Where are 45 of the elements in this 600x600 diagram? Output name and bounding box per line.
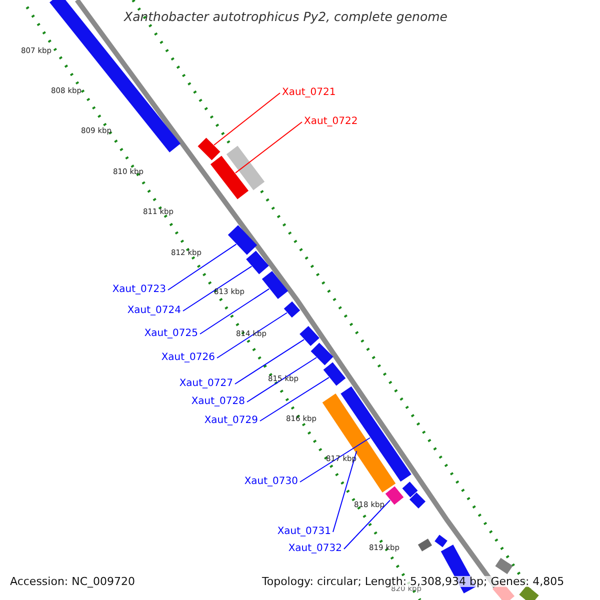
gene-label: Xaut_0724: [127, 306, 181, 316]
leader-line: [182, 266, 252, 312]
genome-summary-text: Topology: circular; Length: 5,308,934 bp; Genes: 4,805: [262, 576, 564, 587]
gene-label: Xaut_0728: [191, 397, 245, 407]
leader-line: [234, 339, 305, 384]
gene-bar: [246, 250, 269, 274]
leader-line: [300, 437, 371, 482]
leader-line: [234, 122, 302, 174]
gene-label: Xaut_0731: [277, 527, 331, 537]
gene-bar: [198, 138, 220, 160]
gene-label: Xaut_0722: [304, 117, 358, 127]
gene-label: Xaut_0723: [112, 285, 166, 295]
gene-label: Xaut_0730: [244, 477, 298, 487]
gene-bar: [284, 301, 300, 318]
gene-bar: [300, 326, 320, 346]
leader-line: [260, 376, 330, 422]
gene-bar: [418, 538, 432, 552]
gene-bar: [310, 342, 334, 366]
gene-bar: [228, 225, 258, 255]
gene-bar: [323, 362, 346, 386]
gene-label: Xaut_0727: [179, 379, 233, 389]
gene-bar: [322, 394, 396, 492]
title: Xanthobacter autotrophicus Py2, complete genome: [124, 11, 448, 24]
gene-bar: [402, 482, 418, 498]
leader-line: [214, 92, 280, 146]
leader-line: [246, 357, 318, 402]
gene-label: Xaut_0721: [282, 88, 336, 98]
gene-bar: [519, 585, 539, 600]
accession-text: Accession: NC_009720: [10, 576, 136, 587]
leader-line: [168, 244, 237, 290]
leader-line: [332, 450, 358, 532]
gene-label: Xaut_0726: [161, 353, 215, 363]
leader-line: [344, 500, 391, 550]
gene-label: Xaut_0732: [288, 544, 342, 554]
leader-line: [216, 312, 288, 358]
gene-label: Xaut_0725: [144, 329, 198, 339]
gene-bar: [385, 486, 404, 505]
gene-bar: [409, 492, 426, 509]
gene-bar: [210, 156, 249, 200]
gene-label: Xaut_0729: [204, 416, 258, 426]
gene-bar: [226, 146, 265, 190]
gene-bar: [262, 270, 288, 300]
gene-bar: [434, 534, 448, 548]
leader-line: [200, 288, 270, 334]
gene-bar: [340, 386, 412, 482]
